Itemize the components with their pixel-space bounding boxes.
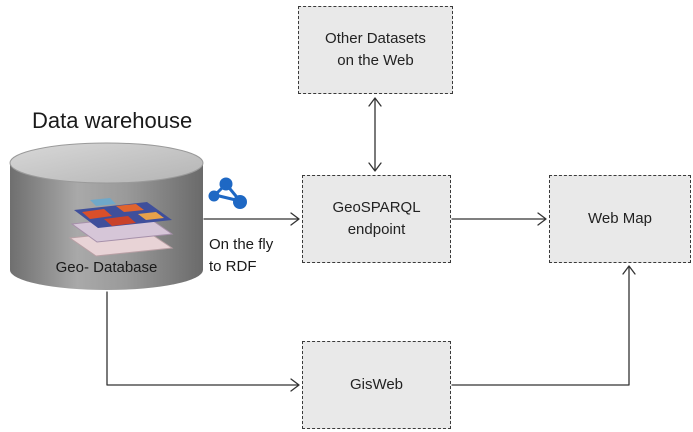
other-datasets-label: Other Datasets on the Web [325, 30, 426, 69]
data-warehouse-title: Data warehouse [32, 108, 193, 133]
geo-database-label: Geo- Database [55, 259, 158, 276]
web-map-label: Web Map [588, 210, 652, 227]
geosparql-endpoint-label: GeoSPARQL endpoint [332, 199, 421, 238]
on-the-fly-rdf-label: On the fly to RDF [209, 236, 274, 275]
geosparql-endpoint-node: GeoSPARQL endpoint [302, 175, 451, 263]
rdf-graph-icon [208, 177, 247, 209]
web-map-node: Web Map [549, 175, 691, 263]
arrow-geosparql-other-datasets [368, 97, 382, 172]
arrow-gisweb-to-webmap [451, 265, 636, 386]
layered-map-icon [68, 198, 174, 257]
arrow-geosparql-to-webmap [451, 212, 547, 226]
gisweb-label: GisWeb [349, 376, 404, 393]
arrow-db-to-geosparql [203, 212, 300, 226]
gisweb-node: GisWeb [302, 341, 451, 429]
other-datasets-node: Other Datasets on the Web [298, 6, 453, 94]
arrow-db-to-gisweb [106, 291, 300, 392]
